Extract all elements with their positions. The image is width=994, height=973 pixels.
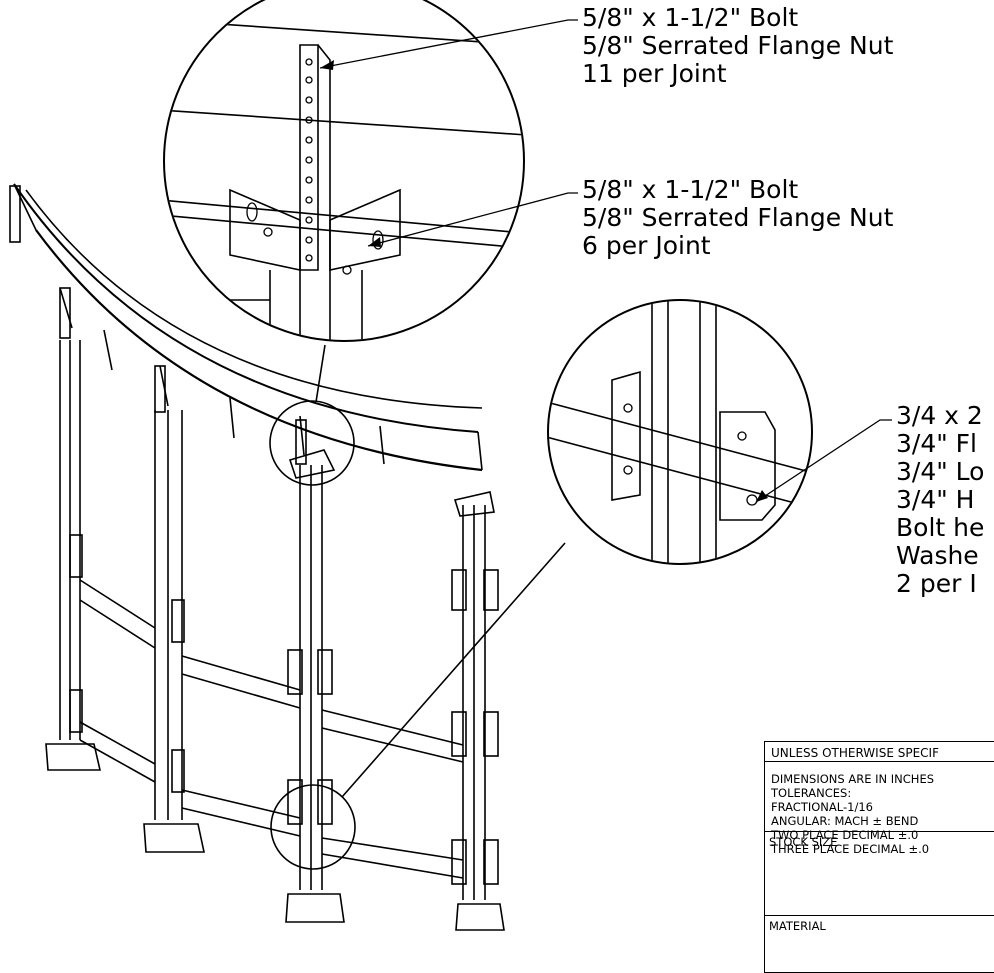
curved-header-beam: [9, 183, 483, 472]
title-block: UNLESS OTHERWISE SPECIF DIMENSIONS ARE I…: [764, 741, 994, 973]
title-block-header: UNLESS OTHERWISE SPECIF: [765, 742, 994, 762]
tolerance-line: TOLERANCES:: [771, 786, 852, 800]
material-label: MATERIAL: [769, 919, 826, 933]
callout-line: 2 per I: [896, 569, 977, 598]
callout-line: Washe: [896, 541, 979, 570]
cross-braces: [69, 534, 499, 885]
callout-line: 3/4" Lo: [896, 457, 985, 486]
tolerance-line: FRACTIONAL-1/16: [771, 800, 873, 814]
callout-line: 5/8" x 1-1/2" Bolt: [582, 3, 799, 32]
callout-line: 11 per Joint: [582, 59, 727, 88]
callout-top-joint: 5/8" x 1-1/2" Bolt 5/8" Serrated Flange …: [582, 4, 893, 88]
callout-line: 5/8" Serrated Flange Nut: [582, 31, 894, 60]
tolerance-line: TWO PLACE DECIMAL ±.0: [771, 828, 919, 842]
leader-lines: [319, 19, 892, 503]
tolerance-notes: DIMENSIONS ARE IN INCHES TOLERANCES: FRA…: [765, 762, 994, 856]
callout-line: 3/4" Fl: [896, 429, 978, 458]
callout-line: 5/8" Serrated Flange Nut: [582, 203, 894, 232]
callout-line: 3/4" H: [896, 485, 975, 514]
callout-line: 6 per Joint: [582, 231, 711, 260]
detail-view-top-joint: [163, 0, 525, 342]
posts: [45, 340, 505, 931]
callout-line: 5/8" x 1-1/2" Bolt: [582, 175, 799, 204]
detail-circle-top: [269, 400, 355, 486]
tolerance-line: ANGULAR: MACH ± BEND: [771, 814, 919, 828]
detail-view-brace-joint: [547, 299, 813, 565]
stock-size-label: STOCK SIZE: [765, 832, 994, 916]
callout-line: Bolt he: [896, 513, 985, 542]
tolerance-line: THREE PLACE DECIMAL ±.0: [771, 842, 930, 856]
tolerance-line: DIMENSIONS ARE IN INCHES: [771, 772, 935, 786]
callout-bracket-joint: 5/8" x 1-1/2" Bolt 5/8" Serrated Flange …: [582, 176, 893, 260]
detail-circle-brace: [270, 784, 356, 870]
callout-line: 3/4 x 2: [896, 402, 983, 430]
callout-brace-joint: 3/4 x 2 3/4" Fl 3/4" Lo 3/4" H Bolt he W…: [896, 402, 994, 598]
